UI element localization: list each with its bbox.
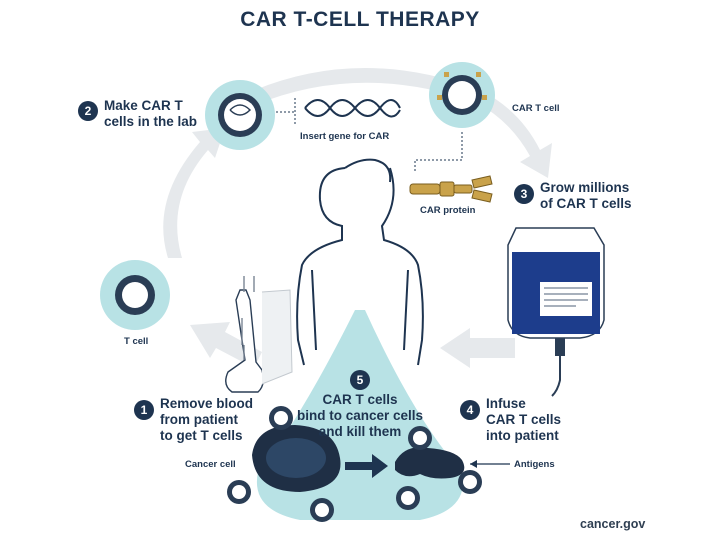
arrow-3-to-4 xyxy=(440,328,515,368)
antigen-pointer xyxy=(470,460,510,468)
cancer-cell-graphic xyxy=(252,425,341,492)
car-t-cell-label: CAR T cell xyxy=(512,103,560,114)
cancer-cell-label: Cancer cell xyxy=(185,459,236,470)
car-protein-connector xyxy=(414,132,463,172)
patient-body xyxy=(296,158,424,366)
step-1-badge: 1 xyxy=(134,400,154,420)
iv-bag xyxy=(507,227,605,397)
car-protein-icon xyxy=(409,175,493,203)
diagram-title: CAR T-CELL THERAPY xyxy=(240,8,480,31)
car-t-cell-top xyxy=(429,62,495,128)
t-cell-label: T cell xyxy=(124,336,149,347)
antigens-label: Antigens xyxy=(514,459,555,470)
step-3-badge: 3 xyxy=(514,184,534,204)
damaged-cancer-cell xyxy=(395,447,465,479)
step-3-text: Grow millions of CAR T cells xyxy=(540,180,632,211)
step-5-badge: 5 xyxy=(350,370,370,390)
dna-helix xyxy=(304,99,401,118)
lab-cell-step2 xyxy=(205,80,275,150)
t-cell-left xyxy=(100,260,170,330)
kill-arrow xyxy=(345,454,388,478)
step-1-text: Remove blood from patient to get T cells xyxy=(160,396,254,443)
dna-bracket xyxy=(276,98,296,124)
step-4-badge: 4 xyxy=(460,400,480,420)
car-protein-label: CAR protein xyxy=(420,205,476,216)
step-4-text: Infuse CAR T cells into patient xyxy=(486,396,562,443)
small-car-t-cells xyxy=(227,406,482,522)
step-2-text: Make CAR T cells in the lab xyxy=(104,98,198,129)
arrow-1-to-2 xyxy=(163,128,225,258)
source-credit: cancer.gov xyxy=(580,517,646,531)
arm-with-iv xyxy=(225,276,293,393)
insert-gene-label: Insert gene for CAR xyxy=(300,131,390,142)
step-2-badge: 2 xyxy=(78,101,98,121)
step-5-text: CAR T cells bind to cancer cells and kil… xyxy=(296,392,424,439)
